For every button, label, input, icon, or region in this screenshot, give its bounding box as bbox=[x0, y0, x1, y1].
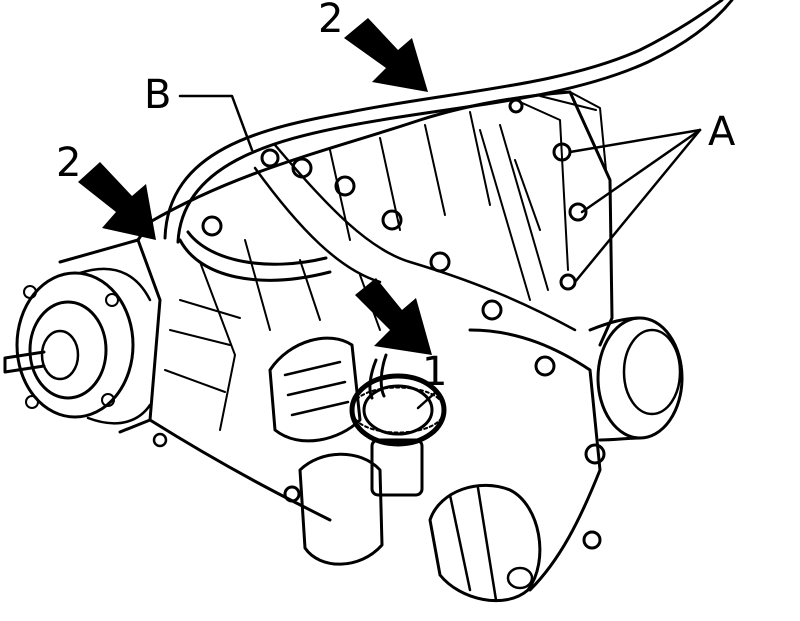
arrow-icon bbox=[355, 278, 432, 355]
label-b: B bbox=[144, 72, 171, 118]
label-2-top: 2 bbox=[318, 0, 343, 42]
arrow-icon bbox=[78, 162, 156, 240]
arrow-icon bbox=[344, 18, 428, 92]
callout-labels: 2 2 1 A B bbox=[56, 0, 736, 395]
front-output-flange bbox=[3, 267, 152, 425]
shift-motor bbox=[268, 336, 542, 603]
wire-harness bbox=[349, 353, 447, 447]
label-2-left: 2 bbox=[56, 140, 81, 186]
label-a: A bbox=[708, 109, 736, 155]
label-1: 1 bbox=[422, 349, 447, 395]
rear-output-housing bbox=[468, 316, 684, 592]
callout-arrows bbox=[78, 18, 432, 355]
transfer-case-illustration bbox=[3, 0, 734, 603]
leader-lines bbox=[178, 94, 702, 410]
housing-bolts bbox=[152, 98, 606, 550]
